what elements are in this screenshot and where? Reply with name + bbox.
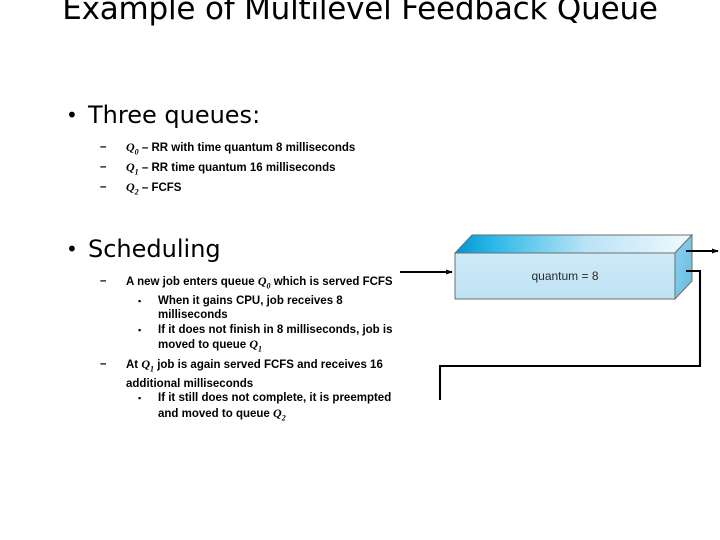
scheduling-step-1a-text: When it gains CPU, job receives 8 millis… — [158, 294, 343, 322]
queue-symbol-q2: Q2 — [126, 179, 139, 197]
bullet-scheduling-label: Scheduling — [88, 234, 221, 263]
scheduling-step-1-text-a: A new job enters queue — [126, 275, 258, 288]
dash-marker-icon: – — [100, 357, 107, 370]
queue-item-q0: – Q0 – RR with time quantum 8 millisecon… — [58, 140, 398, 160]
box-front-face — [454, 252, 676, 300]
scheduling-step-2-text-a: At — [126, 358, 142, 371]
scheduling-step-1b: ▪ If it does not finish in 8 milliseconds… — [58, 323, 398, 357]
queue-subscript: 1 — [150, 364, 155, 374]
page-title: Example of Multilevel Feedback Queue — [62, 0, 658, 27]
queue-subscript: 2 — [281, 413, 286, 423]
queue-symbol-q1: Q1 — [141, 356, 155, 374]
dash-marker-icon: – — [100, 141, 107, 153]
queue-item-q2-text: – FCFS — [138, 181, 182, 194]
square-marker-icon: ▪ — [138, 324, 142, 335]
queue-item-q1-text: – RR time quantum 16 milliseconds — [138, 161, 336, 174]
queue-subscript: 1 — [258, 344, 263, 354]
queue-subscript: 1 — [134, 167, 139, 177]
bullet-marker-icon: • — [66, 103, 78, 127]
queue-item-q1: – Q1 – RR time quantum 16 milliseconds — [58, 160, 398, 180]
box-top-face — [453, 234, 694, 254]
queue-symbol-q1: Q1 — [249, 337, 263, 354]
queue-symbol-q0: Q0 — [257, 273, 271, 291]
diagram-connectors — [400, 248, 719, 400]
dash-marker-icon: – — [100, 274, 107, 287]
queue-letter: Q — [126, 179, 135, 194]
multilevel-feedback-queue-diagram: quantum = 8 quantum = 16 FCFS — [400, 140, 720, 400]
queue-letter: Q — [249, 337, 259, 352]
arrow-feedback-q0-to-q1 — [438, 269, 702, 400]
scheduling-step-2a-text: If it still does not complete, it is pre… — [158, 392, 392, 420]
queue-box-quantum-8: quantum = 8 — [453, 233, 694, 301]
bullet-marker-icon: • — [66, 236, 78, 261]
queue-letter: Q — [273, 405, 282, 420]
queue-letter: Q — [126, 140, 135, 154]
scheduling-step-1: – A new job enters queue Q0 which is serv… — [58, 274, 398, 294]
scheduling-step-2-text-b: job is again served FCFS and receives 16… — [126, 358, 383, 390]
queue-box-label: quantum = 8 — [531, 269, 598, 283]
scheduling-step-1a: ▪ When it gains CPU, job receives 8 milli… — [58, 294, 398, 323]
queue-item-q2: – Q2 – FCFS — [58, 180, 398, 200]
queue-subscript: 0 — [134, 147, 139, 157]
square-marker-icon: ▪ — [138, 295, 142, 306]
square-marker-icon: ▪ — [138, 393, 142, 404]
queue-letter: Q — [257, 273, 267, 288]
queue-symbol-q0: Q0 — [126, 140, 139, 157]
bullet-three-queues-label: Three queues: — [88, 101, 261, 129]
bullet-scheduling: • Scheduling — [58, 234, 398, 264]
queue-letter: Q — [141, 356, 151, 371]
scheduling-step-1-text-b: which is served FCFS — [270, 275, 393, 288]
bullet-three-queues: • Three queues: — [58, 100, 398, 130]
queue-letter: Q — [126, 159, 135, 174]
dash-marker-icon: – — [100, 160, 107, 173]
queue-symbol-q2: Q2 — [273, 405, 286, 423]
queue-symbol-q1: Q1 — [126, 159, 139, 177]
dash-marker-icon: – — [100, 180, 107, 193]
scheduling-step-1b-text: If it does not finish in 8 milliseconds,… — [158, 323, 393, 352]
scheduling-step-2a: ▪ If it still does not complete, it is pr… — [58, 391, 398, 425]
queue-item-q0-text: – RR with time quantum 8 milliseconds — [138, 142, 356, 154]
queue-subscript: 0 — [266, 281, 271, 291]
queue-subscript: 2 — [134, 187, 139, 197]
scheduling-step-2: – At Q1 job is again served FCFS and rece… — [58, 357, 398, 391]
slide-body: • Three queues: – Q0 – RR with time quan… — [58, 100, 398, 426]
